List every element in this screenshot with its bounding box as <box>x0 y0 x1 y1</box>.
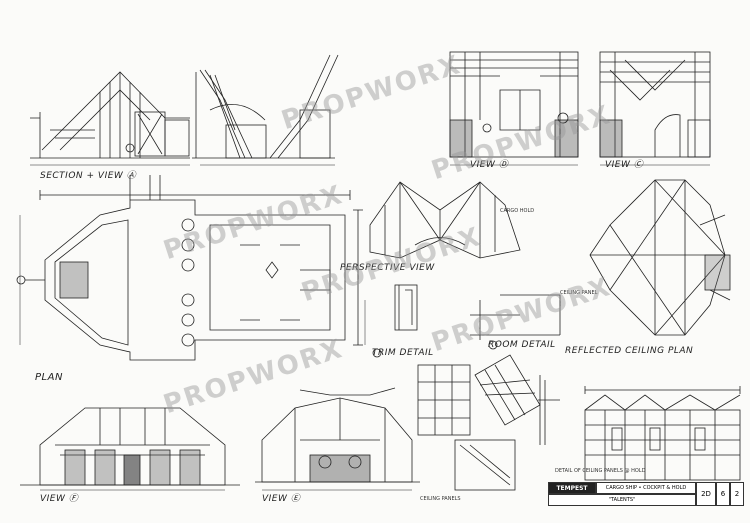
title-block-brand: TEMPEST <box>548 482 596 494</box>
perspective-drawing <box>369 181 521 259</box>
ceiling-panels-label: DETAIL OF CEILING PANELS @ HOLD <box>555 468 646 474</box>
reflected-ceiling-plan-drawing <box>589 179 731 336</box>
trim-detail-label: TRIM DETAIL <box>372 348 434 358</box>
section-view-a-drawing <box>30 71 190 159</box>
view-e-drawing <box>255 387 420 483</box>
view-d-label: VIEW Ⓓ <box>470 160 509 170</box>
reflected-ceiling-plan-label: REFLECTED CEILING PLAN <box>565 346 694 356</box>
title-block-sheet-c: 2 <box>730 482 744 506</box>
room-detail-drawing <box>470 294 561 350</box>
title-block-sheet-b: 6 <box>716 482 730 506</box>
plan-drawing <box>16 175 363 361</box>
view-f-label: VIEW Ⓕ <box>40 494 79 504</box>
title-block-subject: "TALENTS" <box>548 494 696 506</box>
perspective-label: PERSPECTIVE VIEW <box>340 263 435 273</box>
view-d-drawing <box>449 51 579 158</box>
view-f-drawing <box>20 407 240 486</box>
section-b-drawing <box>192 54 339 159</box>
view-c-drawing <box>599 51 711 158</box>
section-view-a-label: SECTION + VIEW Ⓐ <box>40 171 137 181</box>
trim-detail-drawing <box>372 284 418 358</box>
elevation-drawing <box>584 386 741 481</box>
view-e-label: VIEW Ⓔ <box>262 494 301 504</box>
ceiling-plan-note: CEILING PANEL <box>560 290 598 296</box>
title-block-project: CARGO SHIP • COCKPIT & HOLD <box>596 482 696 494</box>
ceiling-panels-detail-label: CEILING PANELS <box>420 496 461 502</box>
view-c-label: VIEW Ⓒ <box>605 160 644 170</box>
cargo-hold-note: CARGO HOLD <box>500 208 535 214</box>
ceiling-panel-detail-drawing <box>417 354 560 491</box>
room-detail-label: ROOM DETAIL <box>488 340 556 350</box>
title-block-sheet-a: 2D <box>696 482 716 506</box>
plan-label: PLAN <box>35 372 63 383</box>
